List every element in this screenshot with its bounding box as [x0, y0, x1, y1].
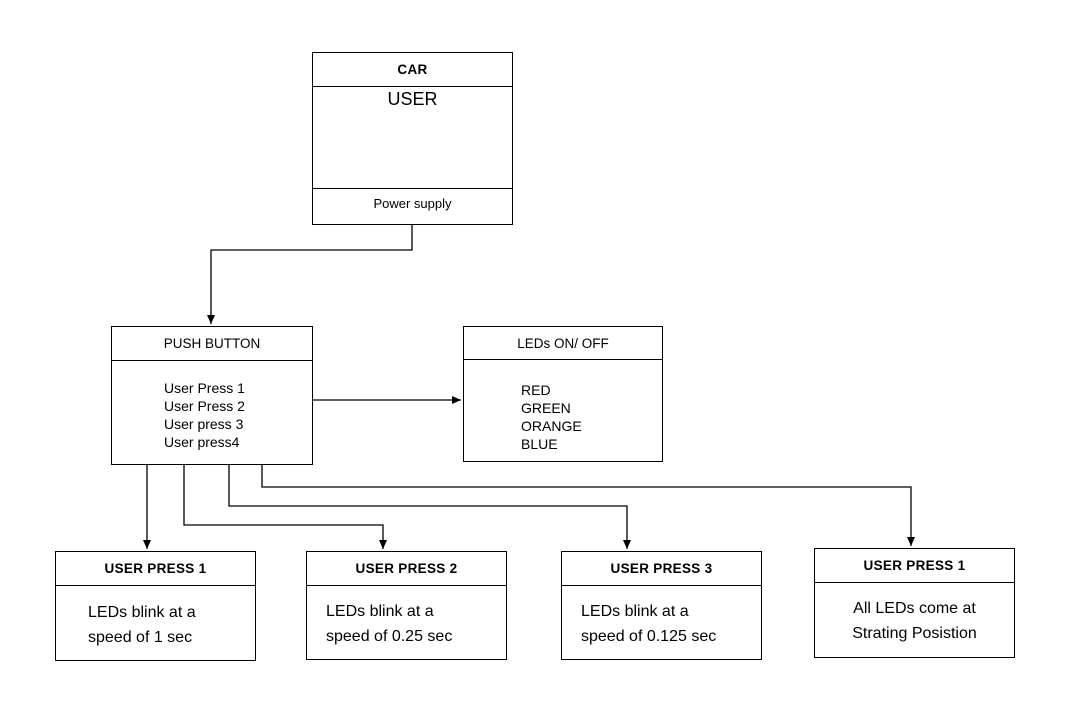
- result-line: speed of 0.125 sec: [581, 628, 717, 645]
- result-title: USER PRESS 2: [307, 552, 506, 586]
- car-title: CAR: [313, 53, 512, 87]
- led-color-item: BLUE: [521, 436, 558, 452]
- result-lines: All LEDs come at Strating Posistion: [815, 596, 1014, 646]
- led-color-item: ORANGE: [521, 418, 582, 434]
- result-box-user-press-3: USER PRESS 3 LEDs blink at a speed of 0.…: [561, 551, 762, 660]
- result-line: speed of 1 sec: [88, 629, 193, 646]
- result-lines: LEDs blink at a speed of 0.25 sec: [326, 599, 452, 649]
- result-box-user-press-4: USER PRESS 1 All LEDs come at Strating P…: [814, 548, 1015, 658]
- result-line: LEDs blink at a: [88, 604, 196, 621]
- arrow-car-to-push-button: [207, 225, 413, 324]
- result-title: USER PRESS 1: [815, 549, 1014, 583]
- push-button-box: PUSH BUTTON User Press 1 User Press 2 Us…: [111, 326, 313, 465]
- result-line: LEDs blink at a: [326, 603, 434, 620]
- car-box: CAR USER Power supply: [312, 52, 513, 225]
- car-footer-label: Power supply: [373, 196, 452, 211]
- result-title: USER PRESS 1: [56, 552, 255, 586]
- car-user-label: USER: [387, 89, 438, 109]
- led-color-item: RED: [521, 382, 551, 398]
- result-line: speed of 0.25 sec: [326, 628, 453, 645]
- push-button-lines: User Press 1 User Press 2 User press 3 U…: [164, 379, 245, 451]
- result-line: LEDs blink at a: [581, 603, 689, 620]
- result-box-user-press-2: USER PRESS 2 LEDs blink at a speed of 0.…: [306, 551, 507, 660]
- result-lines: LEDs blink at a speed of 0.125 sec: [581, 599, 716, 649]
- arrow-to-user-press-4: [261, 464, 915, 546]
- car-footer-divider: [313, 188, 512, 189]
- led-color-item: GREEN: [521, 400, 571, 416]
- push-button-line: User Press 2: [164, 398, 245, 414]
- leds-title: LEDs ON/ OFF: [464, 327, 662, 360]
- result-title: USER PRESS 3: [562, 552, 761, 586]
- result-lines: LEDs blink at a speed of 1 sec: [88, 600, 196, 650]
- leds-box: LEDs ON/ OFF RED GREEN ORANGE BLUE: [463, 326, 663, 462]
- leds-lines: RED GREEN ORANGE BLUE: [521, 381, 582, 453]
- push-button-title: PUSH BUTTON: [112, 327, 312, 361]
- result-box-user-press-1: USER PRESS 1 LEDs blink at a speed of 1 …: [55, 551, 256, 661]
- result-line: All LEDs come at: [853, 600, 976, 617]
- arrow-to-user-press-3: [228, 464, 631, 549]
- push-button-line: User press4: [164, 434, 240, 450]
- push-button-line: User press 3: [164, 416, 244, 432]
- arrow-to-user-press-2: [183, 464, 387, 549]
- result-line: Strating Posistion: [852, 625, 977, 642]
- push-button-line: User Press 1: [164, 380, 245, 396]
